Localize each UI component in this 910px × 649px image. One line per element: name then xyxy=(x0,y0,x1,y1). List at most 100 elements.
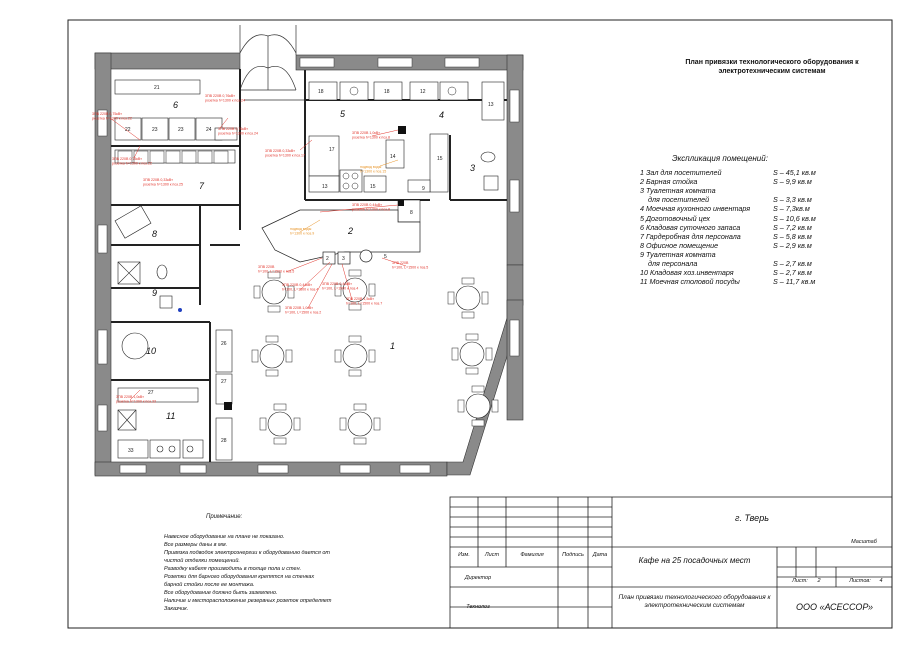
room-number-1: 1 xyxy=(390,341,395,351)
room-number-3: 3 xyxy=(470,163,475,173)
svg-text:3ПВ 220В 1,0кВт: 3ПВ 220В 1,0кВт xyxy=(116,395,144,399)
svg-text:3ПВ 220В 0,44кВт: 3ПВ 220В 0,44кВт xyxy=(282,283,312,287)
dining-tables xyxy=(259,277,491,437)
room-number-4: 4 xyxy=(439,110,444,120)
svg-text:3ПВ 220В 0,33кВт: 3ПВ 220В 0,33кВт xyxy=(265,149,295,153)
stamp-sheets-no: 4 xyxy=(879,578,883,584)
room-number-6: 6 xyxy=(173,100,178,110)
svg-text:27: 27 xyxy=(148,390,154,396)
svg-text:33: 33 xyxy=(128,448,134,454)
orange-callouts: подвод воды h=1300 к поз.9 подвод воды h… xyxy=(290,159,399,236)
svg-text:h=100, L=1500 к поз.7: h=100, L=1500 к поз.7 xyxy=(346,302,382,306)
explication-row: 3 Туалетная комната xyxy=(640,186,716,196)
svg-text:3ПВ 220В 0,76кВт: 3ПВ 220В 0,76кВт xyxy=(205,94,235,98)
room-number-2: 2 xyxy=(347,226,353,236)
note-line: Заказчик. xyxy=(164,606,189,612)
svg-text:h=100, L=1500 к поз.5: h=100, L=1500 к поз.5 xyxy=(392,266,428,270)
svg-text:21: 21 xyxy=(154,85,160,91)
note-line: Привязка подводок электроэнергии к обору… xyxy=(164,550,330,556)
svg-text:15: 15 xyxy=(370,184,376,190)
note-line: Разводку кабеля производить в толще пола… xyxy=(164,566,302,572)
exterior-walls xyxy=(94,52,524,477)
stamp-frame xyxy=(449,496,893,629)
svg-text:22: 22 xyxy=(125,127,131,133)
drawing-notes: Примечание: Навесное оборудование на пла… xyxy=(164,513,414,613)
svg-text:23: 23 xyxy=(152,127,158,133)
stamp-col-list: Лист xyxy=(484,552,500,558)
bar-counter xyxy=(261,209,421,265)
svg-text:12: 12 xyxy=(420,89,426,95)
svg-text:27: 27 xyxy=(221,379,227,385)
explication-heading: Экспликация помещений: xyxy=(672,154,768,163)
svg-text:3ПВ 220В 1,5кВт: 3ПВ 220В 1,5кВт xyxy=(346,297,374,301)
svg-text:13: 13 xyxy=(488,102,494,108)
stamp-sheet-title: План привязки технологического оборудова… xyxy=(618,594,771,609)
svg-text:3ПВ 220В: 3ПВ 220В xyxy=(258,265,275,269)
svg-text:17: 17 xyxy=(329,147,335,153)
staff-rooms-equipment xyxy=(114,205,233,461)
svg-text:18: 18 xyxy=(384,89,390,95)
socket-labels: 3ПВ 220В 0,75кВт розетка h=1300 к поз.22… xyxy=(92,94,428,404)
svg-text:28: 28 xyxy=(221,438,227,444)
svg-text:h=1300 к поз.15: h=1300 к поз.15 xyxy=(360,170,386,174)
svg-text:h=100, L=1500 к поз.2: h=100, L=1500 к поз.2 xyxy=(285,311,321,315)
svg-text:5: 5 xyxy=(384,254,387,260)
note-line: Наличие и месторасположение резервных ро… xyxy=(164,598,332,604)
svg-text:розетка h=1300 к поз.22: розетка h=1300 к поз.22 xyxy=(112,162,152,166)
stamp-sheet-no: 2 xyxy=(817,578,821,584)
svg-text:розетка h=1300 к поз.22: розетка h=1300 к поз.22 xyxy=(92,117,132,121)
staff-room-numbers: 26 27 28 27 33 xyxy=(128,341,227,454)
svg-text:3ПВ 220В 0,76кВт: 3ПВ 220В 0,76кВт xyxy=(218,127,248,131)
svg-text:13: 13 xyxy=(322,184,328,190)
svg-text:18: 18 xyxy=(318,89,324,95)
svg-text:3ПВ 220В 0,33кВт: 3ПВ 220В 0,33кВт xyxy=(143,178,173,182)
note-line: барной стойки после ее монтажа. xyxy=(164,582,255,588)
room-explication: Экспликация помещений: 1 Зал для посетит… xyxy=(640,154,890,286)
note-line: Все размеры даны в мм. xyxy=(164,542,228,548)
svg-text:3ПВ 220В 0,75кВт: 3ПВ 220В 0,75кВт xyxy=(92,112,122,116)
room-number-5: 5 xyxy=(340,109,346,119)
svg-text:розетка h=1300 к поз.24: розетка h=1300 к поз.24 xyxy=(205,99,245,103)
entrance-door xyxy=(239,25,305,101)
stamp-sheets-label: Листов: xyxy=(849,578,871,584)
drawing-title: План привязки технологического оборудова… xyxy=(685,59,859,75)
svg-text:розетка h=1300 к поз.33: розетка h=1300 к поз.33 xyxy=(116,400,156,404)
svg-text:подвод воды: подвод воды xyxy=(290,227,312,231)
stamp-company: ООО «АСЕССОР» xyxy=(795,602,874,612)
room-number-8: 8 xyxy=(152,229,157,239)
stamp-col-date: Дата xyxy=(592,552,608,558)
stamp-scale-label: Масштаб xyxy=(851,539,877,545)
kitchen-burners xyxy=(342,86,457,190)
kitchen-equipment xyxy=(308,81,505,223)
svg-text:подвод воды: подвод воды xyxy=(360,165,382,169)
svg-text:розетка h=1300 к поз.25: розетка h=1300 к поз.25 xyxy=(143,183,183,187)
svg-text:3ПВ 220В 1,0кВт: 3ПВ 220В 1,0кВт xyxy=(285,306,313,310)
note-line: Розетки для барного оборудования крепятс… xyxy=(164,574,315,580)
svg-text:8: 8 xyxy=(410,210,413,216)
svg-text:розетка h=1300 к поз.8: розетка h=1300 к поз.8 xyxy=(352,136,390,140)
svg-text:2: 2 xyxy=(326,256,329,262)
bar-numbers: 2 3 5 xyxy=(326,254,387,262)
socket-leaders xyxy=(109,117,407,401)
svg-text:h=100, L=1500 к поз.4: h=100, L=1500 к поз.4 xyxy=(282,288,318,292)
stamp-col-sign: Подпись xyxy=(562,552,584,558)
svg-text:розетка h=1300 к поз.8: розетка h=1300 к поз.8 xyxy=(352,208,390,212)
note-line: Навесное оборудование на плане не показа… xyxy=(164,534,285,540)
stamp-sheet-label: Лист: xyxy=(792,578,808,584)
stamp-project: Кафе на 25 посадочных мест xyxy=(638,556,751,565)
svg-text:h=1300 к поз.9: h=1300 к поз.9 xyxy=(290,232,314,236)
note-line: чистой отделки помещений. xyxy=(164,558,240,564)
stamp-city: г. Тверь xyxy=(735,513,769,523)
